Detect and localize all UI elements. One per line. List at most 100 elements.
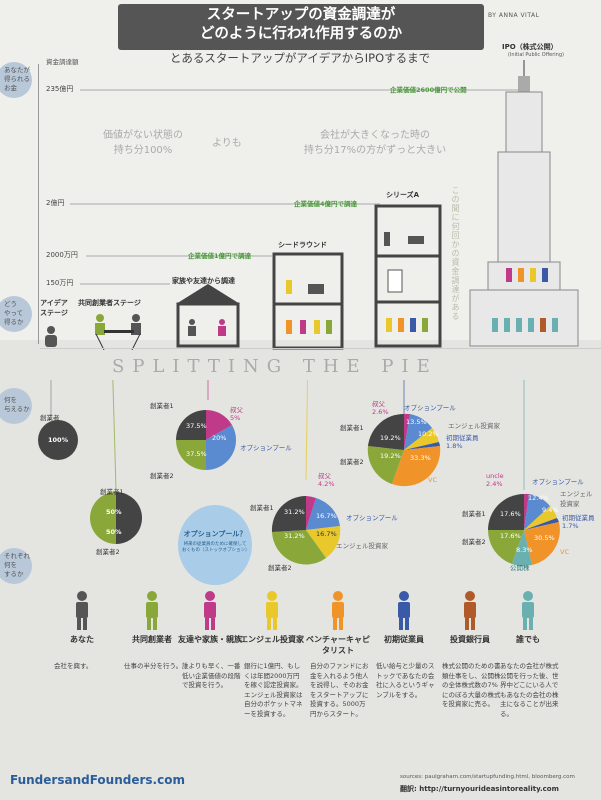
pie4-uncle-label: 叔父 4.2% [318,472,335,488]
pie4-founder1-label: 創業者1 [250,504,274,512]
pie5-value3: 13.5% [406,418,427,426]
pie3-founder2-label: 創業者2 [150,472,174,480]
how-tag-circle [0,296,32,332]
person-description: あなたの会社が株式公開を行った後、世界中どこにいる人でもあなたの会社の株主になる… [500,662,559,718]
pie3-uncle-label: 叔父 5% [230,406,243,422]
person-description: 誰よりも早く、一番低い企業価値の段階で投資を行う。 [182,662,241,689]
person-label: エンジェル投資家 [240,635,304,644]
ghost-left: 価値がない状態の 持ち分100% [88,128,198,158]
how-tag: どう やって 得るか [4,300,24,326]
ghost-mid: よりも [212,138,242,149]
person-icon-svg [522,591,534,630]
person-description: 株式公開のための書類仕事をし、公開株の全体株式数の7%にのぼる大量の株式を投資家… [442,662,501,708]
ghost-left-1: 価値がない状態の [103,130,183,141]
pie1-founder-label: 創業者 [40,414,60,422]
person-icon-svg [146,591,158,630]
option-pool-bubble-text: 将来の従業員のために確保しておくもの（ストックオプション） [182,542,250,553]
pie3-value3: 20% [212,434,227,442]
who-tag-circle [0,548,32,584]
pie5-vc-label: VC [428,476,437,484]
pie6-vc-label: VC [560,548,569,556]
pie6-angel-label: エンジェル 投資家 [560,490,593,508]
pie3-founder1-label: 創業者1 [150,402,174,410]
title-line-1: スタートアップの資金調達が [206,7,396,23]
valuation-ipo: 企業価値2600億円で公開 [390,86,467,94]
pie4-value4: 16.7% [316,530,337,538]
pie5 [367,413,441,487]
stage-seed: シードラウンド [278,241,327,249]
ghost-right: 会社が大きくなった時の 持ち分17%の方がずっと大きい [290,128,460,158]
stage-seriesA: シリーズA [386,191,420,199]
title-line-2: どのように行われ作用するのか [199,26,403,42]
person-label: 共同創業者 [132,635,172,644]
pie6-founder2-label: 創業者2 [462,538,486,546]
person-description: 自分のファンドにお金を入れるよう他人を説得し、そのお金をスタートアップに投資する… [310,662,369,718]
money-axis [38,64,39,344]
friends-house-icon [176,284,240,348]
who-tag: それぞれ 何を するか [4,552,30,578]
pie6-emp-label: 初期従業員 1.7% [562,514,595,530]
translate-link[interactable]: http://turnyourideasintoreality.com [419,785,559,793]
pie5-value2: 19.2% [380,452,401,460]
option-pool-bubble-title: オプションプール？ [183,530,247,538]
pie4-value3: 16.7% [316,512,337,520]
option-pool-bubble [178,505,252,585]
sources-text: sources: paulgraham.com/startupfunding.h… [400,774,575,780]
give-tag: 何を 与えるか [4,396,30,413]
person-icon [140,590,164,630]
pie6-value1: 17.6% [500,510,521,518]
pie5-founder2-label: 創業者2 [340,458,364,466]
pie5-value4: 10.2% [418,430,439,438]
person-icon [198,590,222,630]
brand-link[interactable]: FundersandFounders.com [10,773,185,787]
pie4-pool-label: オプションプール [346,514,398,522]
pie5-pool-label: オプションプール [404,404,456,412]
valuation-seed: 企業価値1億円で調達 [188,252,252,260]
pie6-uncle-label: uncle 2.4% [486,472,504,488]
person-icon-svg [398,591,410,630]
pie4-value1: 31.2% [284,508,305,516]
author-credit: BY ANNA VITAL [488,12,540,19]
ghost-right-2: 持ち分17%の方がずっと大きい [303,145,447,156]
person-label: 誰でも [516,635,540,644]
person-icon [458,590,482,630]
page-title: スタートアップの資金調達が どのように行われ作用するのか [118,6,484,44]
person-icon [326,590,350,630]
title-bar [118,4,484,50]
bottom-background [0,340,601,800]
level-line-ipo [80,89,520,91]
person-icon-svg [464,591,476,630]
pie5-angel-label: エンジェル投資家 [448,422,500,430]
pie-charts [38,380,560,566]
stage-cofounder: 共同創業者ステージ [78,299,141,307]
pie2-founder2-label: 創業者2 [96,548,120,556]
pie6 [487,493,560,566]
stage-idea: アイデア ステージ [40,299,68,317]
person-icon [260,590,284,630]
person-label: 初期従業員 [384,635,424,644]
cofounder-table-icon [95,314,141,350]
person-label: 投資銀行員 [450,635,490,644]
person-label: ベンチャーキャピタリスト [306,635,370,655]
person-icon [516,590,540,630]
pie1-value: 100% [48,436,69,444]
person-icon [70,590,94,630]
split-divider [40,348,601,349]
stage-ipo-sub: (Initial Public Offering) [508,52,564,58]
pie1-founder-slice [38,420,78,460]
valuation-seriesA: 企業価値4億円で調達 [294,200,358,208]
pie6-value3: 12.4% [528,494,549,502]
pie6-value5: 30.5% [534,534,555,542]
amount-235b: 235億円 [46,85,74,93]
money-tag-circle [0,62,32,98]
money-tag: あなたが 得られる お金 [4,66,30,92]
pie5-emp-label: 初期従業員 1.8% [446,434,479,450]
person-icon [392,590,416,630]
level-line-seed [86,255,272,257]
translate-label: 翻訳: [400,785,420,793]
funding-amount-label: 資金調達額 [46,58,79,66]
seriesA-building-icon [374,204,442,348]
pie5-value5: 33.3% [410,454,431,462]
person-icon-svg [204,591,216,630]
pie6-founder1-label: 創業者1 [462,510,486,518]
